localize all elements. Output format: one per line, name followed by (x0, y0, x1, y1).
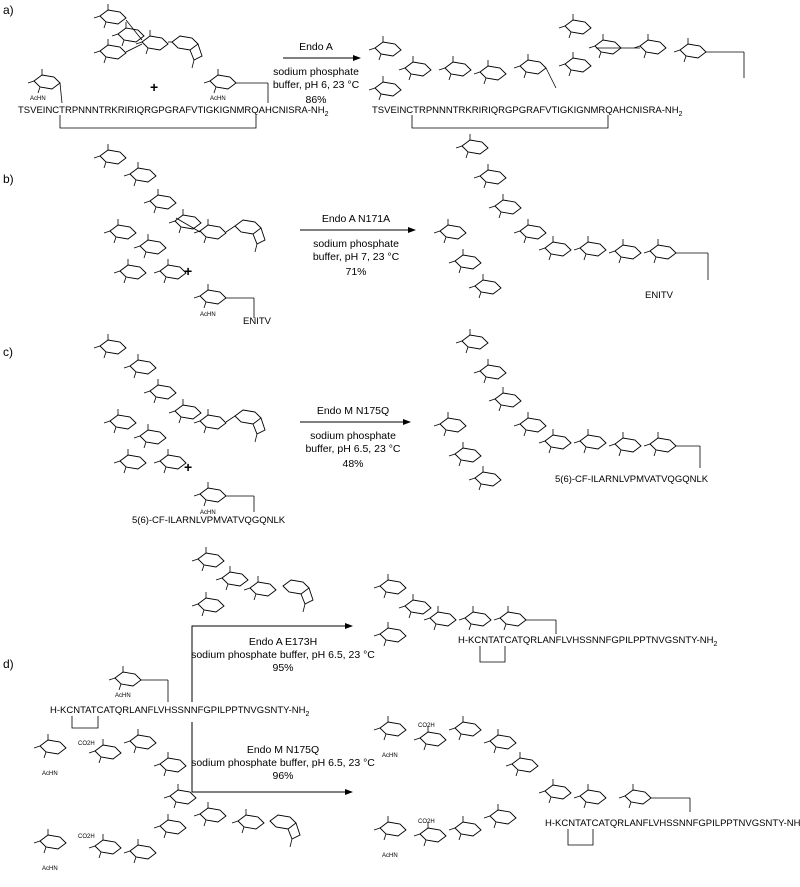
svg-text:CO2H: CO2H (78, 834, 95, 840)
svg-text:AcHN: AcHN (382, 753, 398, 759)
panel-b-peptide-right: ENITV (645, 290, 674, 301)
panel-c-enzyme: Endo M N175Q (317, 405, 389, 417)
panel-a-disulfide-right (411, 115, 609, 129)
panel-c-buffer-2: buffer, pH 6.5, 23 °C (305, 443, 400, 455)
svg-text:CO2H: CO2H (418, 723, 435, 729)
panel-d-bottom-yield: 96% (272, 770, 293, 782)
panel-b-buffer-1: sodium phosphate (313, 238, 399, 250)
panel-d-label: d) (3, 657, 14, 671)
panel-d-bottom-product-glycan: AcHN AcHN CO2H CO2H (373, 715, 691, 859)
svg-text:AcHN: AcHN (200, 510, 216, 516)
svg-text:AcHN: AcHN (42, 771, 58, 777)
panel-d-start-peptide: H-KCNTATCATQRLANFLVHSSNNFGPILPPTNVGSNTY-… (50, 705, 309, 718)
panel-d-bottom-buffer: sodium phosphate buffer, pH 6.5, 23 °C (191, 757, 375, 769)
panel-a-peptide-left: TSVEINCTRPNNNTRKRIRIQRGPGRAFVTIGKIGNMRQA… (18, 105, 329, 118)
panel-c-acceptor: AcHN (193, 481, 255, 516)
panel-d-disulfide-start (71, 716, 99, 729)
svg-text:AcHN: AcHN (200, 312, 216, 318)
panel-d-top-donor-glycan (191, 546, 314, 617)
panel-d-arrow-bottom (191, 722, 353, 795)
panel-a-peptide-right: TSVEINCTRPNNNTRKRIRIQRGPGRAFVTIGKIGNMRQA… (372, 105, 683, 118)
panel-c-donor-glycan (93, 333, 266, 474)
panel-b-enzyme: Endo A N171A (322, 213, 390, 225)
panel-d-top-yield: 95% (272, 662, 293, 674)
panel-d-bottom-enzyme: Endo M N175Q (247, 744, 319, 756)
panel-a-acceptor-glcnac: AcHN AcHN (27, 68, 269, 104)
panel-d-bottom-donor-glycan: AcHN AcHN CO2H CO2H (33, 728, 301, 872)
panel-c-label: c) (3, 345, 13, 359)
panel-b-yield: 71% (345, 266, 366, 278)
panel-d-top-peptide: H-KCNTATCATQRLANFLVHSSNNFGPILPPTNVGSNTY-… (458, 635, 717, 648)
panel-a-product-glycan (368, 13, 745, 101)
panel-b-donor-glycan (93, 143, 266, 284)
panel-c-yield: 48% (342, 458, 363, 470)
panel-a-label: a) (3, 3, 14, 17)
panel-b-label: b) (3, 172, 14, 186)
panel-c-buffer-1: sodium phosphate (310, 430, 396, 442)
panel-b-plus: + (184, 263, 192, 279)
svg-text:AcHN: AcHN (115, 693, 131, 699)
panel-a-yield: 86% (305, 94, 326, 106)
panel-a-disulfide-left (59, 115, 257, 129)
panel-d-bottom-peptide: H-KCNTATCATQRLANFLVHSSNNFGPILPPTNVGSNTY-… (545, 818, 800, 831)
panel-c-peptide-right: 5(6)-CF-ILARNLVPMVATVQGQNLK (555, 474, 709, 485)
svg-text:AcHN: AcHN (210, 96, 226, 102)
svg-text:AcHN: AcHN (42, 866, 58, 872)
panel-d-top-product-glycan (373, 573, 557, 647)
panel-b-product-glycan (433, 133, 709, 299)
panel-d-acceptor: AcHN (108, 665, 169, 702)
panel-c-product-glycan (433, 328, 701, 491)
panel-d-top-buffer: sodium phosphate buffer, pH 6.5, 23 °C (191, 649, 375, 661)
panel-a-plus: + (150, 79, 158, 95)
svg-text:AcHN: AcHN (382, 853, 398, 859)
panel-a-buffer-1: sodium phosphate (273, 66, 359, 78)
panel-b-buffer-2: buffer, pH 7, 23 °C (313, 251, 400, 263)
svg-text:CO2H: CO2H (418, 819, 435, 825)
panel-b-acceptor: AcHN (193, 283, 255, 318)
panel-b-peptide-left: ENITV (243, 316, 272, 327)
panel-a-donor-glycan (93, 3, 203, 69)
panel-d-top-disulfide (479, 646, 506, 663)
panel-d-top-enzyme: Endo A E173H (249, 636, 317, 648)
svg-text:CO2H: CO2H (78, 741, 95, 747)
svg-text:AcHN: AcHN (30, 96, 46, 102)
panel-a-enzyme: Endo A (299, 41, 333, 53)
panel-c-peptide-left: 5(6)-CF-ILARNLVPMVATVQGQNLK (132, 515, 286, 526)
panel-d-arrow-top (191, 623, 353, 702)
panel-d-bottom-disulfide (567, 829, 594, 846)
panel-a-buffer-2: buffer, pH 6, 23 °C (273, 79, 360, 91)
panel-c-plus: + (184, 459, 192, 475)
